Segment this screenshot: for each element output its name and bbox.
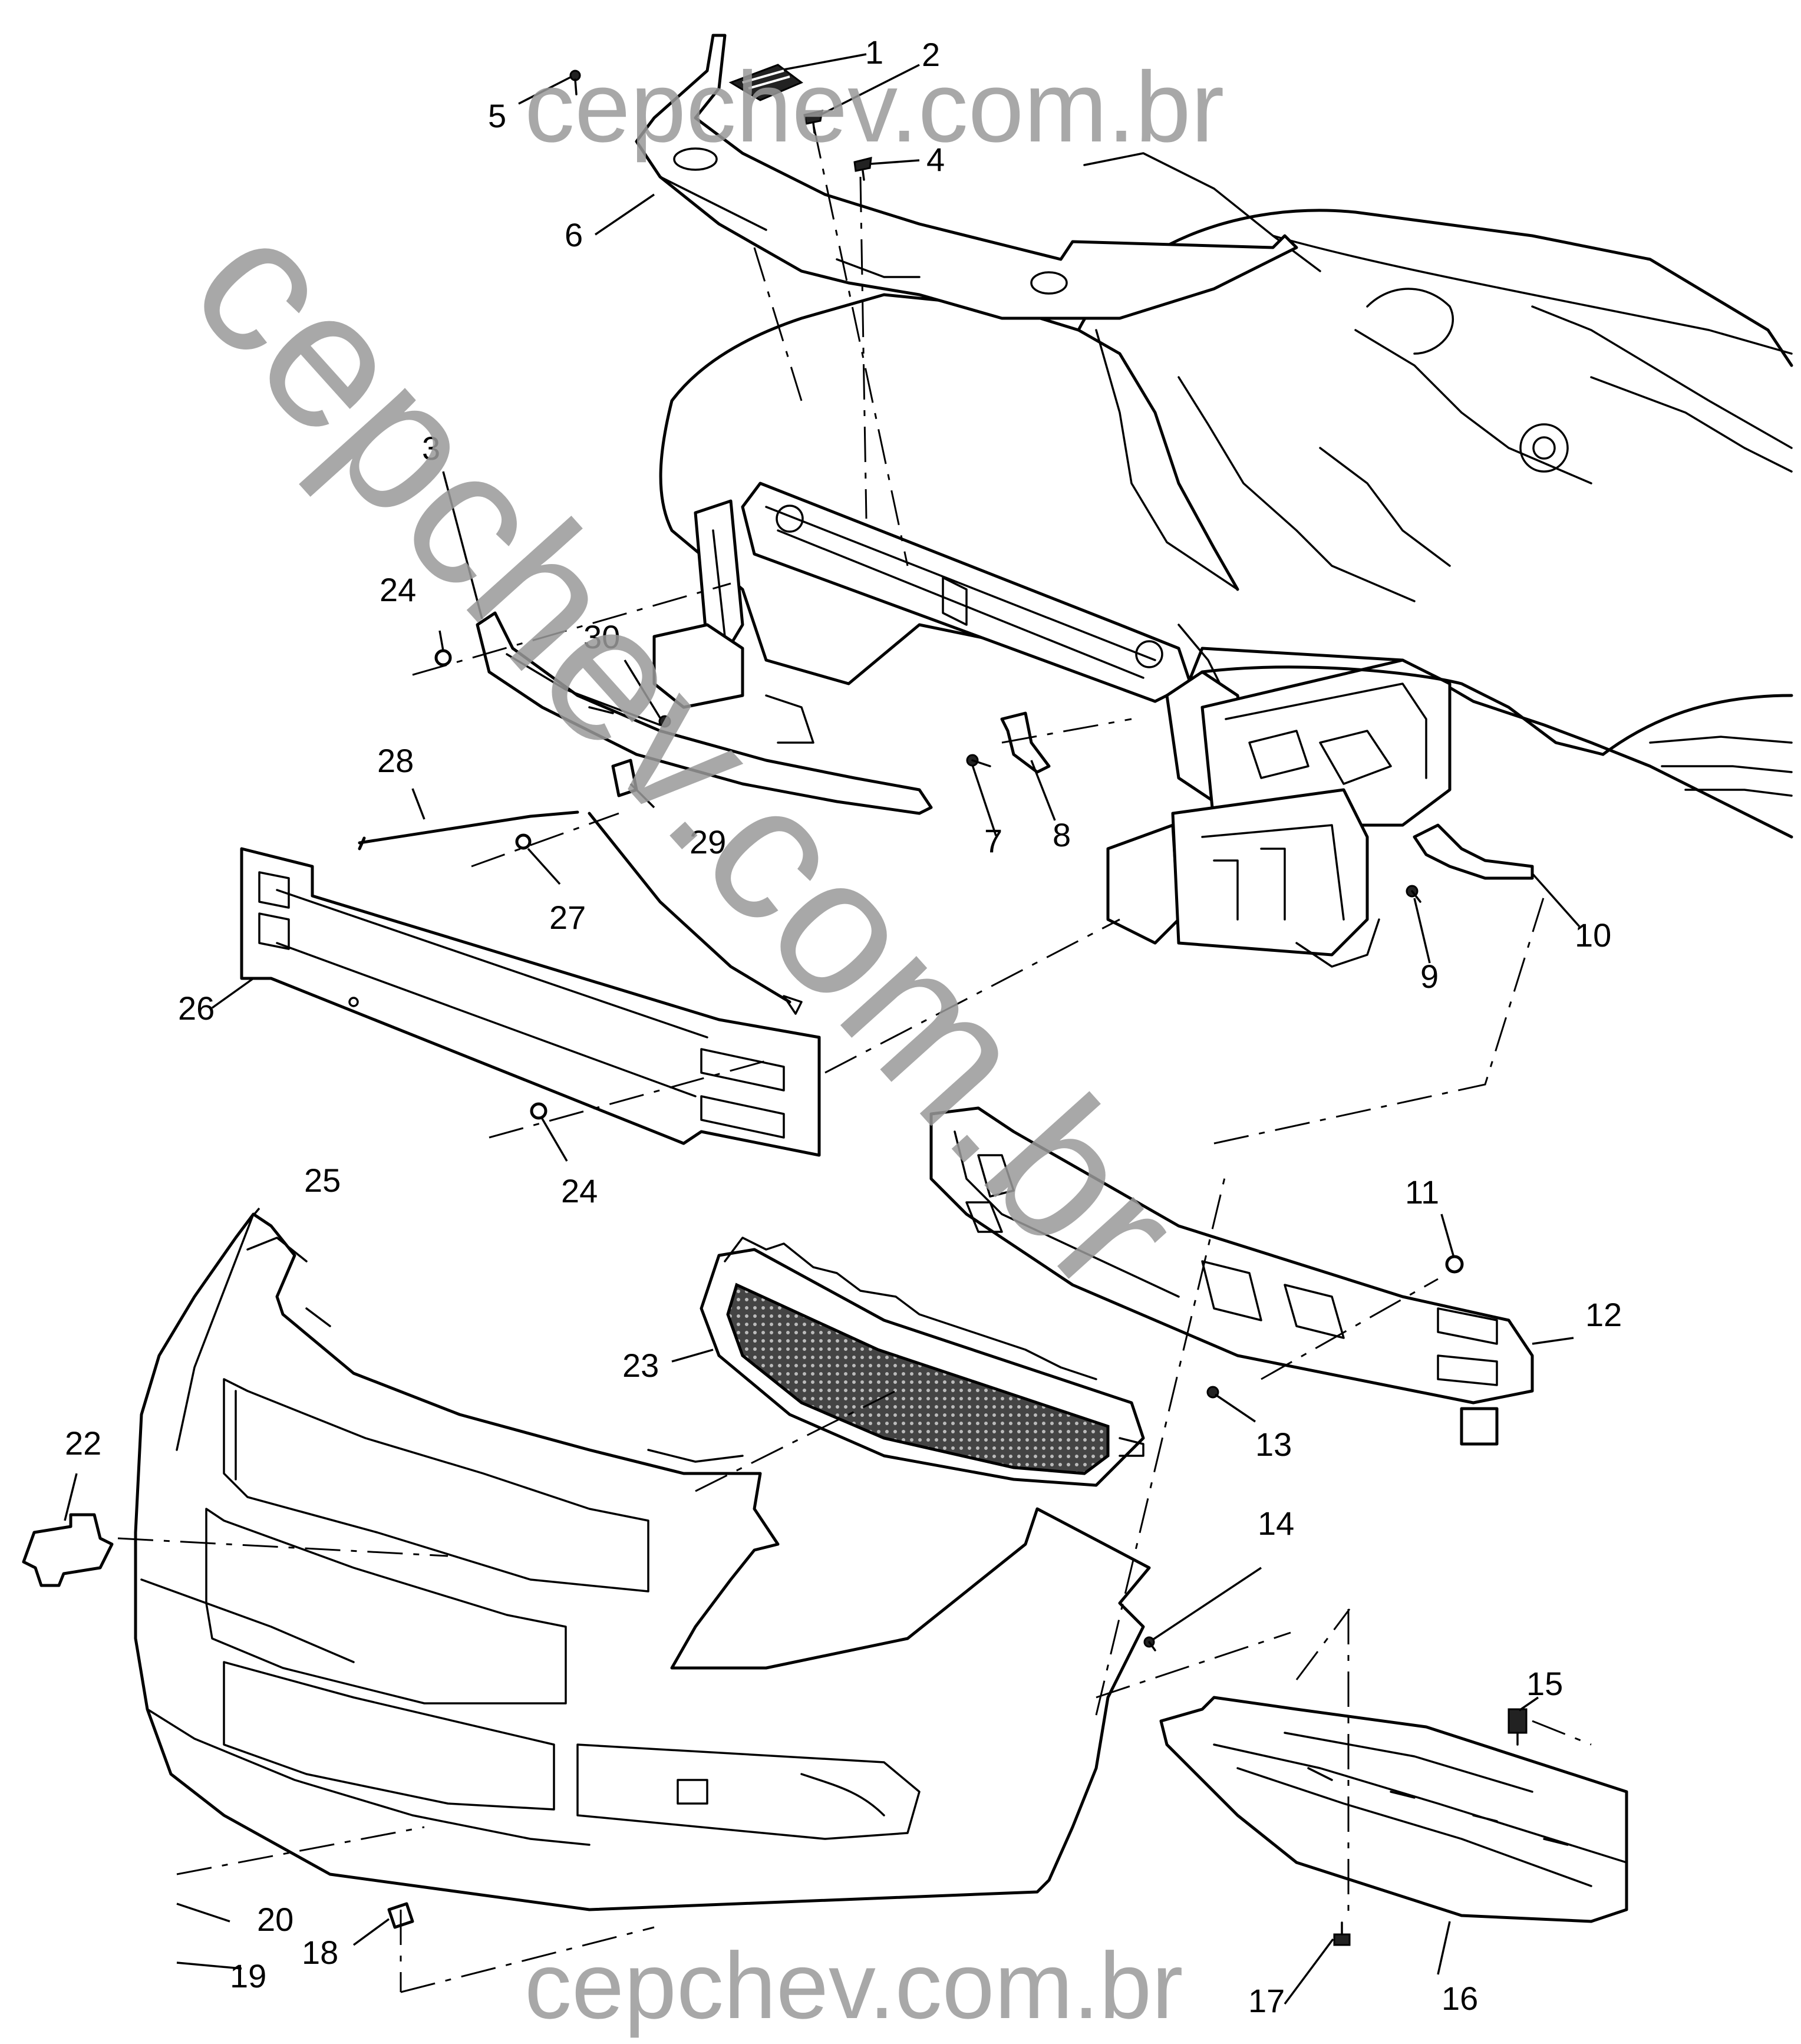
callout-14: 14 [1258,1505,1294,1542]
pushpin-17 [1333,1921,1351,1946]
callout-3: 3 [422,430,440,467]
bumper-energy-absorber [929,1106,1534,1446]
callout-30: 30 [583,618,620,655]
callout-27: 27 [549,899,586,936]
lower-splash-shield [1159,1696,1628,1923]
body-front-structure [652,152,1793,968]
callout-17: 17 [1248,1982,1285,2019]
bracket-8 [1000,711,1051,774]
watermark-diagonal: cepchev.com.br [151,177,1222,1333]
callout-23: 23 [622,1347,659,1384]
callout-13: 13 [1255,1426,1292,1463]
callout-28: 28 [377,742,414,779]
hood-prop-rod [358,810,803,1015]
bracket-10 [1413,823,1534,880]
callout-24-lower: 24 [561,1172,598,1209]
callout-22: 22 [65,1425,101,1462]
bolt-7 [966,754,991,767]
callout-25: 25 [304,1162,341,1199]
assembly-lines [117,123,1592,1993]
callout-16: 16 [1442,1980,1478,2017]
label-plate [728,64,803,101]
bolt-4 [853,157,872,181]
impact-bar [240,847,821,1157]
callout-5: 5 [488,97,506,134]
clip-30 [658,715,671,728]
grille [700,1237,1145,1487]
pushpin-15 [1508,1708,1528,1746]
bolt-5 [569,70,581,95]
callout-9: 9 [1420,958,1439,995]
callout-20: 20 [257,1901,293,1938]
callout-6: 6 [565,216,583,253]
watermark-top: cepchev.com.br [525,51,1224,163]
retainer-24-upper [434,649,452,667]
callout-24-upper: 24 [380,571,416,608]
lower-tie-bar [476,611,933,815]
front-fascia [134,1212,1151,1911]
upper-tie-bar-cover [635,34,1298,320]
callout-11: 11 [1405,1173,1439,1211]
callout-8: 8 [1053,816,1071,853]
callout-10: 10 [1575,916,1611,954]
bolt-9 [1406,885,1421,903]
callout-4: 4 [926,141,945,178]
callout-1: 1 [865,34,883,71]
nut-27 [515,833,532,850]
bolt-11 [1445,1255,1464,1274]
retainer-24-lower [530,1102,547,1120]
callout-numbers: 1 2 3 4 5 6 7 8 9 10 11 12 13 14 15 16 1… [65,34,1622,2019]
callout-2: 2 [922,36,940,73]
leader-lines [64,53,1581,2005]
callout-12: 12 [1585,1296,1622,1333]
callout-26: 26 [178,990,215,1027]
callout-19: 19 [230,1957,266,1994]
bolt-14 [1143,1636,1156,1651]
callout-15: 15 [1526,1665,1563,1702]
callout-7: 7 [984,822,1002,859]
callout-18: 18 [302,1934,338,1971]
watermark-bottom: cepchev.com.br [525,1933,1183,2038]
callout-29: 29 [690,823,726,861]
